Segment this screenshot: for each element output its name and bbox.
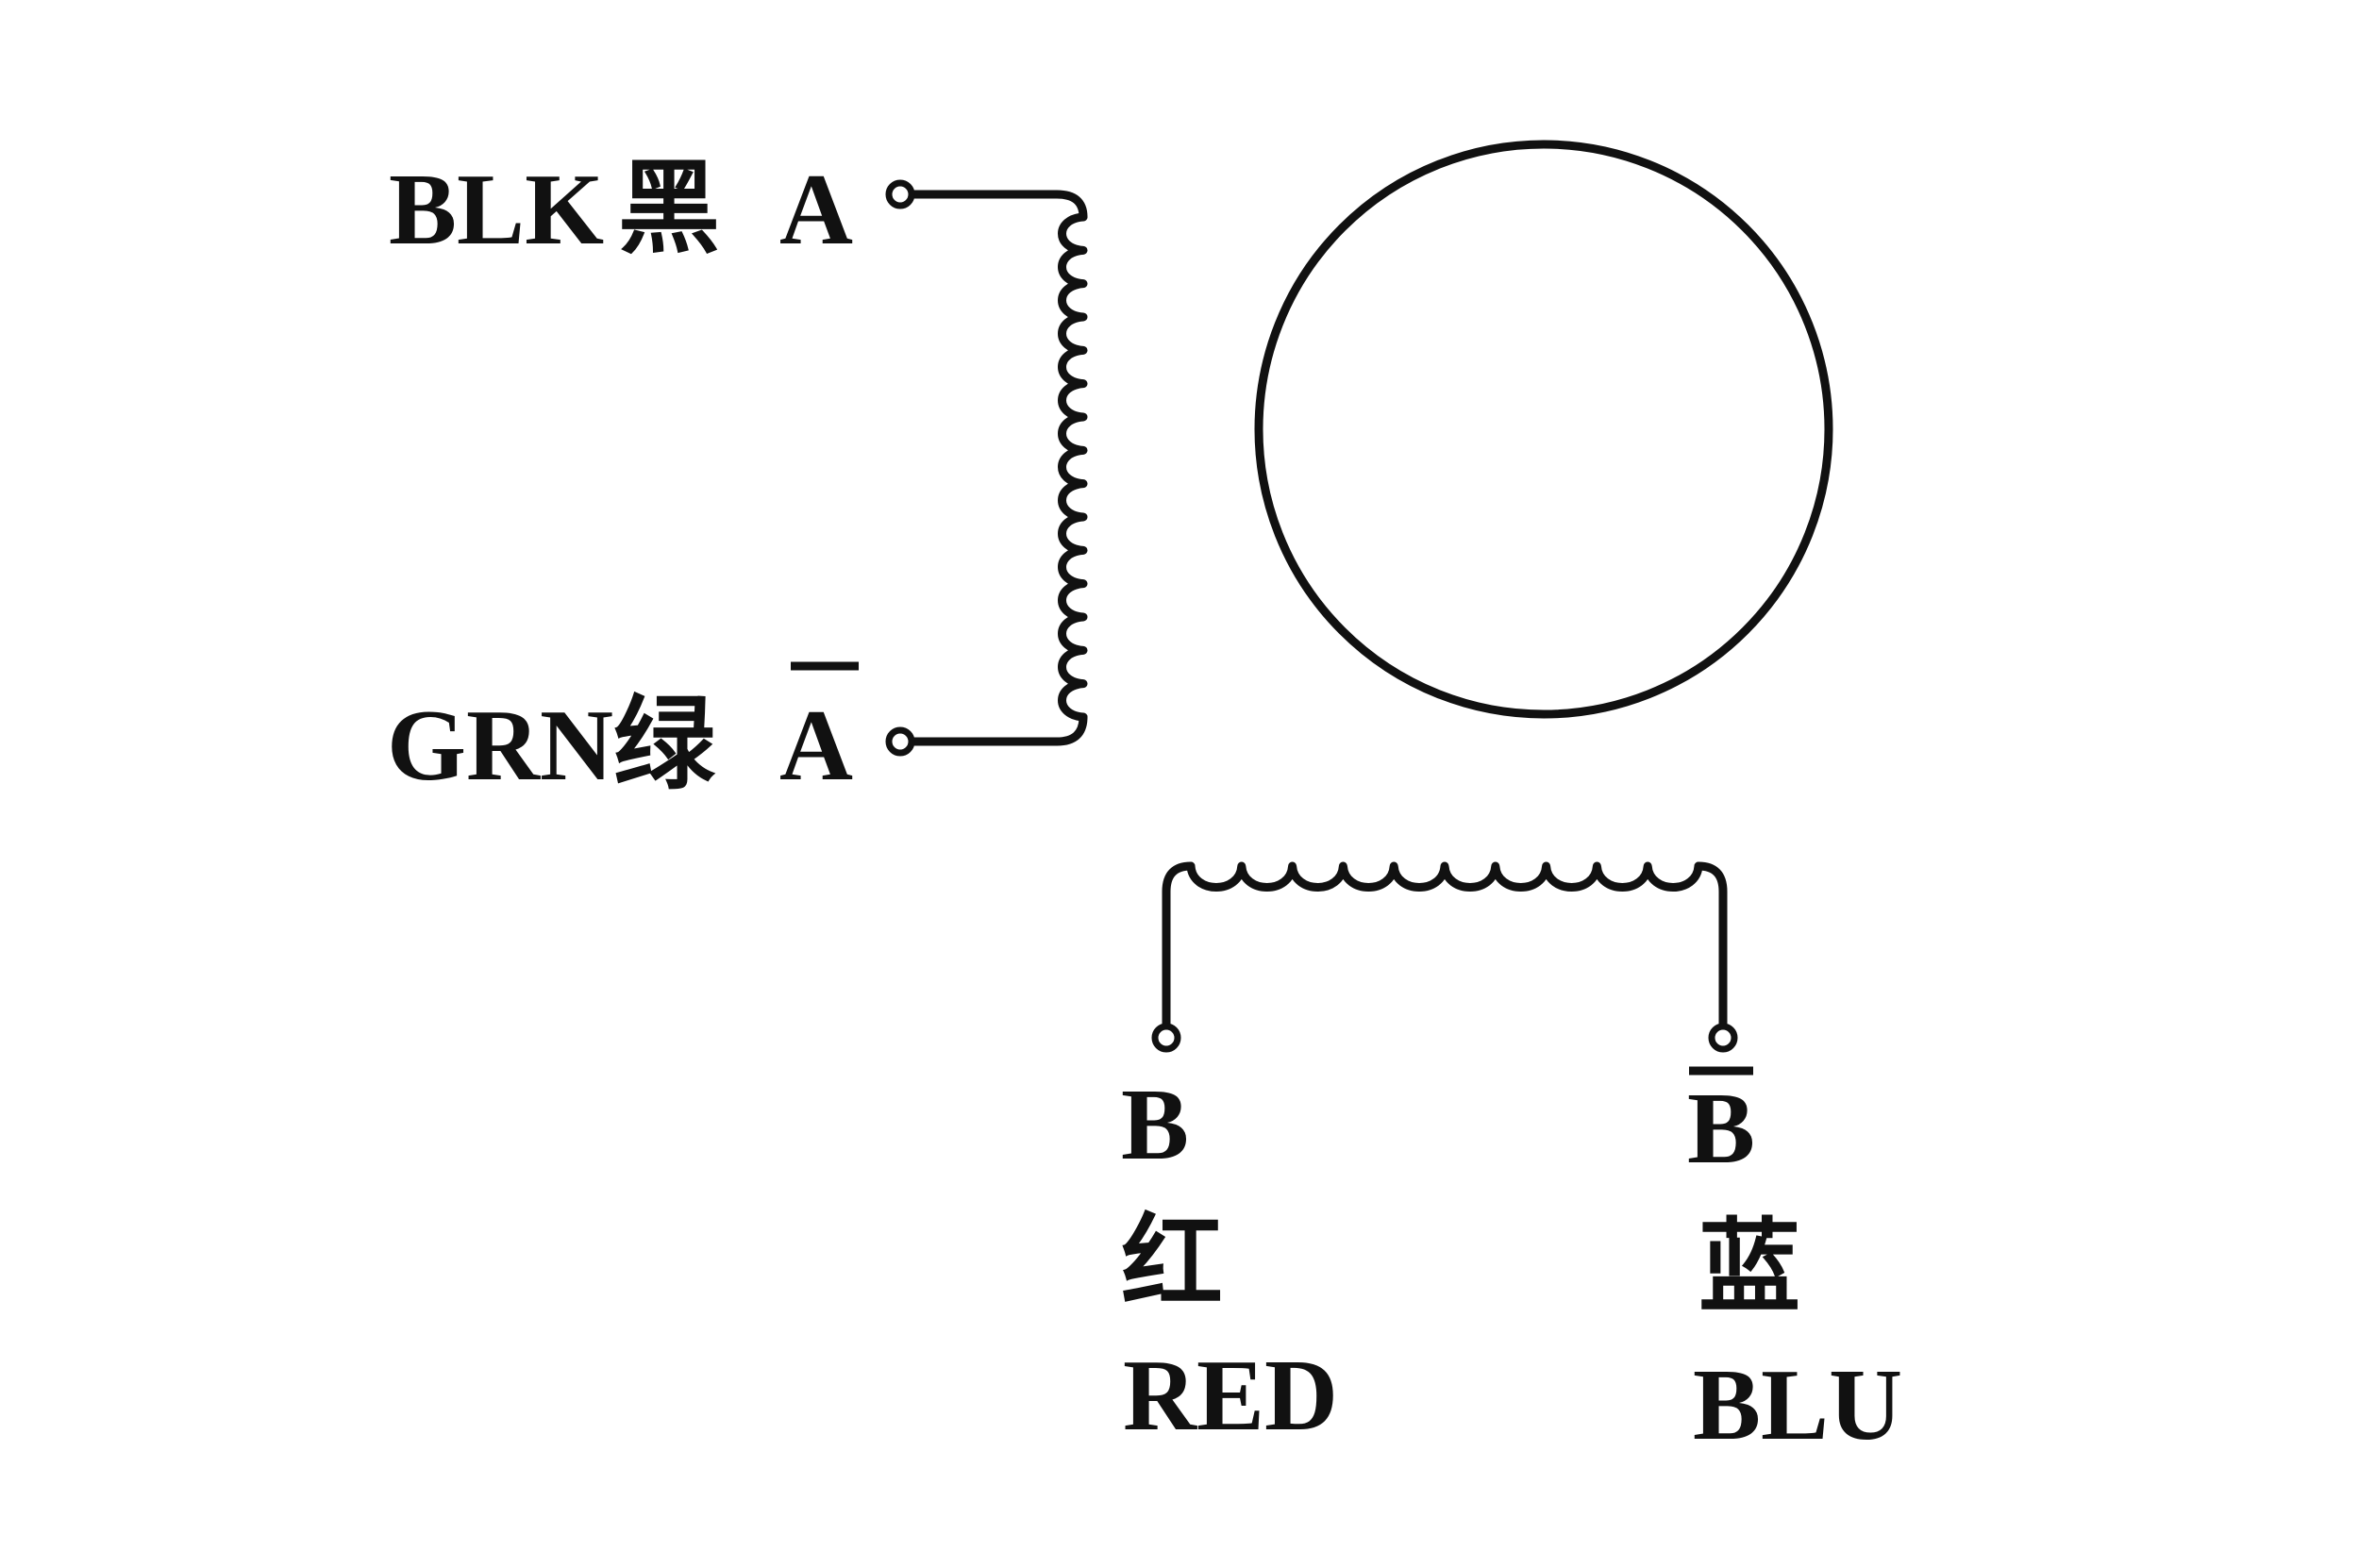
label-phase-a: A <box>779 154 853 266</box>
label-grn: GRN <box>387 690 613 802</box>
coil-a-winding <box>1058 212 1088 722</box>
coil-b-winding <box>1186 861 1703 892</box>
label-black-cn: 黑 <box>618 154 720 266</box>
rotor-circle <box>1254 140 1833 719</box>
label-red: RED <box>1123 1340 1338 1452</box>
coil-b-left-lead <box>1162 861 1196 1043</box>
label-green-cn: 绿 <box>613 690 716 802</box>
coil-b-right-lead <box>1694 861 1728 1043</box>
label-blk: BLK <box>389 154 604 266</box>
coil-b-left-terminal-dot <box>1151 1023 1181 1053</box>
label-blu: BLU <box>1693 1349 1902 1461</box>
coil-b-right-terminal-dot <box>1708 1023 1738 1053</box>
coil-a <box>895 190 1088 746</box>
label-red-cn: 红 <box>1121 1208 1223 1320</box>
label-phase-a-bar: A <box>779 690 853 802</box>
coil-a-top-terminal-dot <box>885 179 915 209</box>
label-blue-cn: 蓝 <box>1698 1212 1800 1325</box>
coil-a-bottom-terminal-dot <box>885 726 915 757</box>
coil-b <box>1162 861 1728 1043</box>
coil-a-bottom-lead <box>895 712 1088 746</box>
coil-a-top-lead <box>895 190 1088 222</box>
label-phase-b-bar: B <box>1687 1073 1755 1185</box>
label-phase-b: B <box>1121 1069 1189 1181</box>
